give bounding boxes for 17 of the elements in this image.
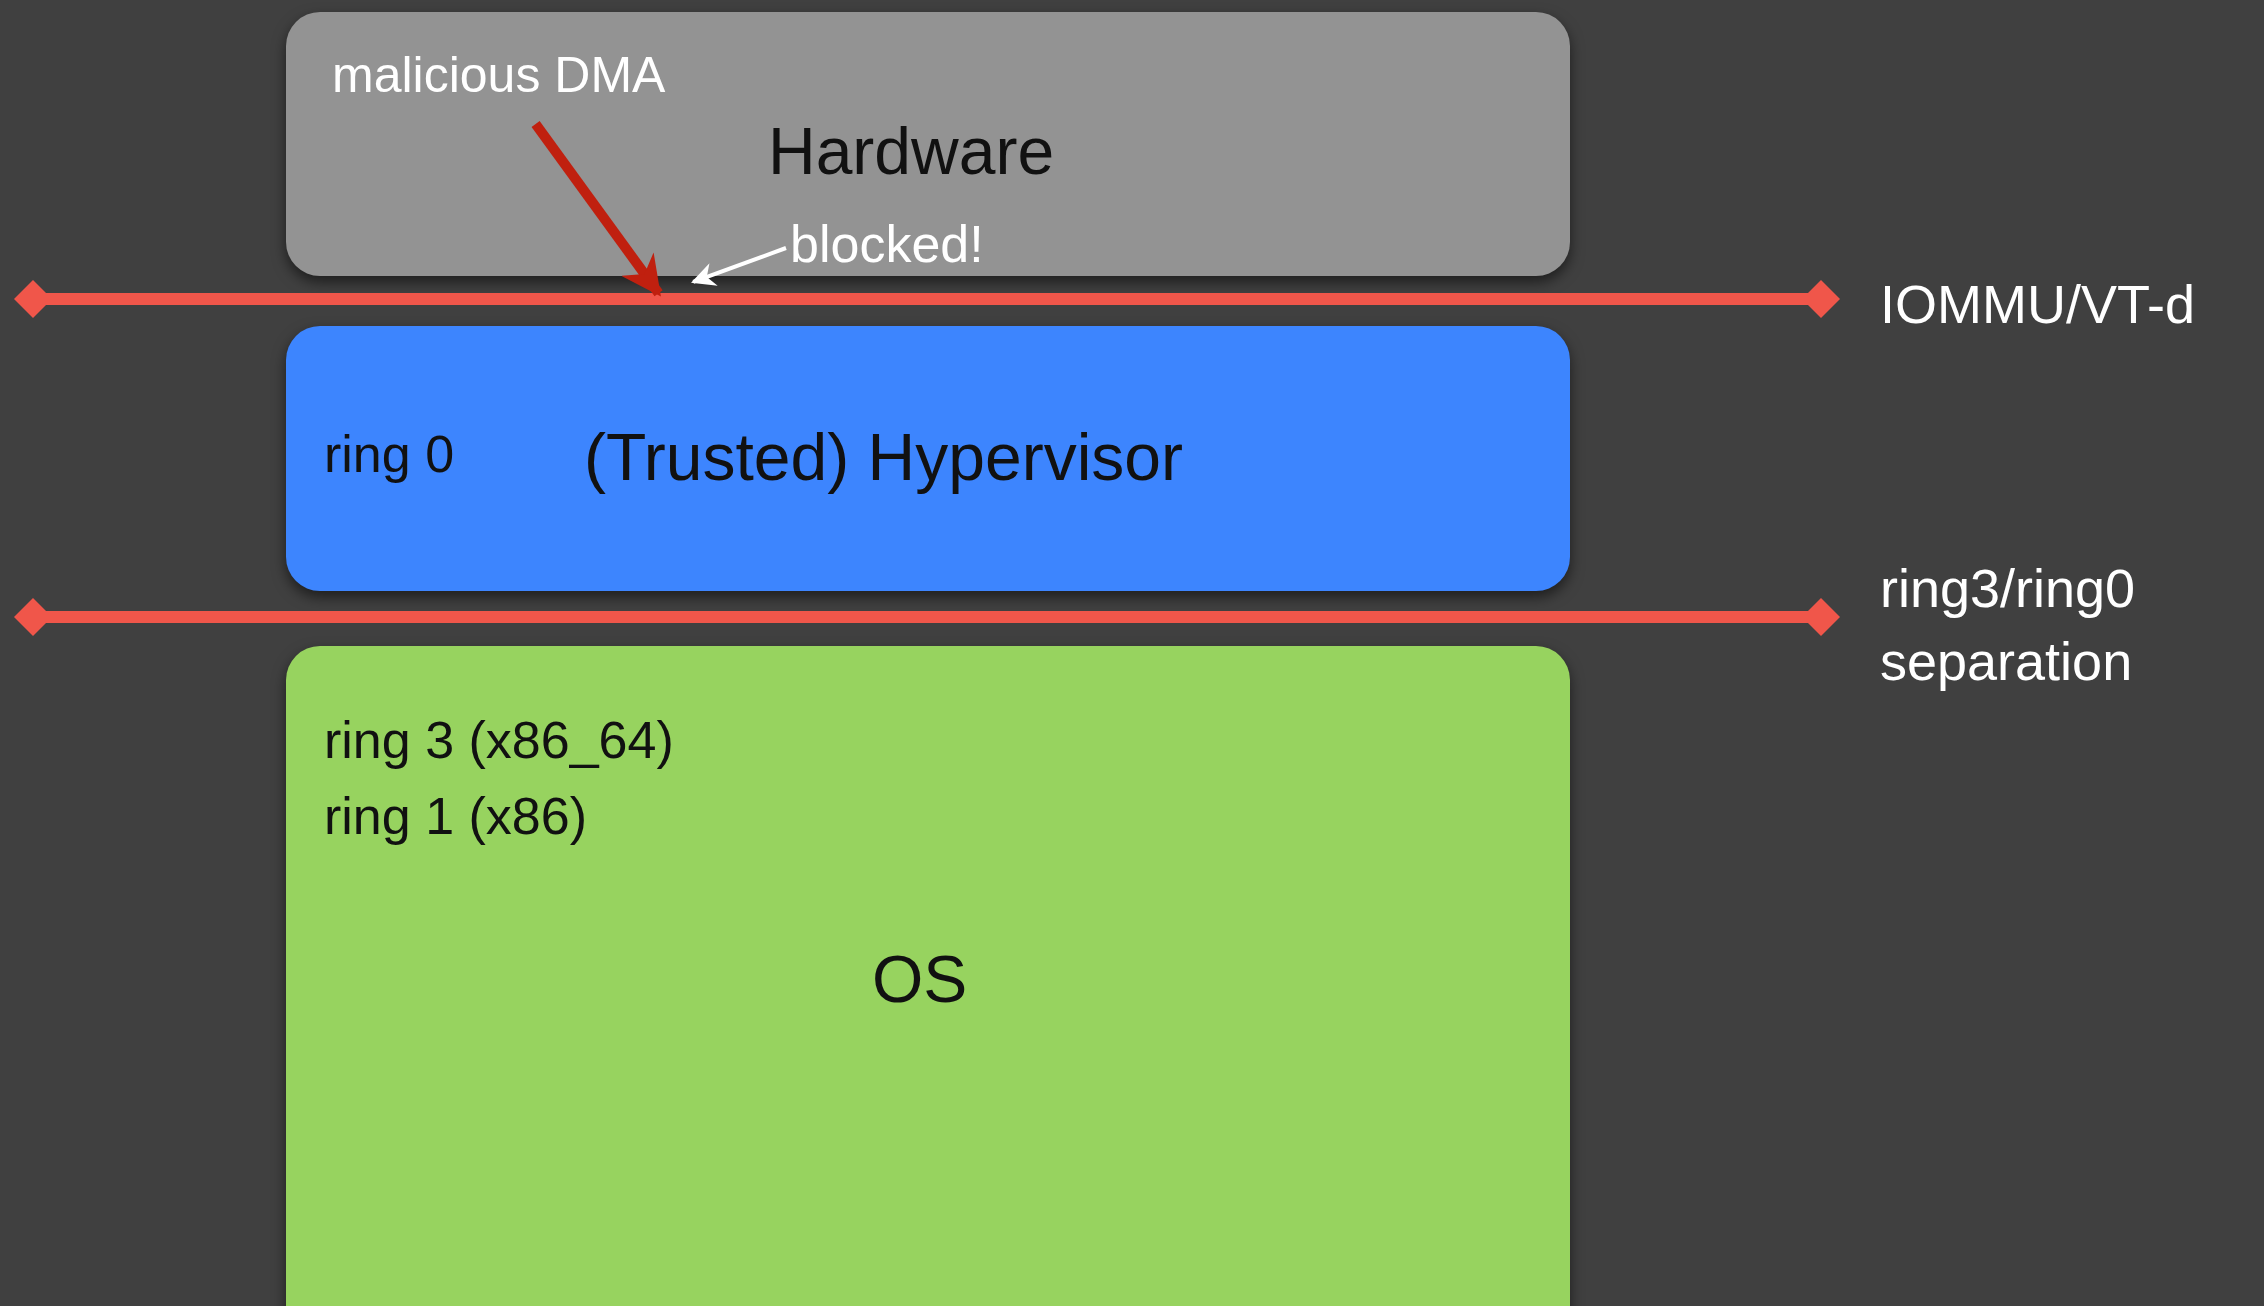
- boundary-label: ring3/ring0 separation: [1880, 557, 2137, 693]
- boundary-label: IOMMU/VT-d: [1880, 273, 2196, 336]
- ring-label: ring 0: [324, 424, 455, 485]
- separator-bar: [14, 280, 1840, 318]
- annotation-text: blocked!: [790, 214, 984, 275]
- layer-box: [286, 326, 1570, 591]
- ring-label: ring 3 (x86_64): [324, 710, 674, 771]
- layer-title: Hardware: [768, 113, 1055, 190]
- arrow: [531, 121, 663, 297]
- layer-box: [286, 12, 1570, 276]
- layer-title: OS: [872, 941, 968, 1018]
- layer-title: (Trusted) Hypervisor: [584, 419, 1183, 496]
- annotation-text: malicious DMA: [332, 46, 666, 105]
- separator-bar: [14, 598, 1840, 636]
- arrow: [691, 246, 787, 286]
- ring-label: ring 1 (x86): [324, 786, 587, 847]
- layer-box: [286, 646, 1570, 1306]
